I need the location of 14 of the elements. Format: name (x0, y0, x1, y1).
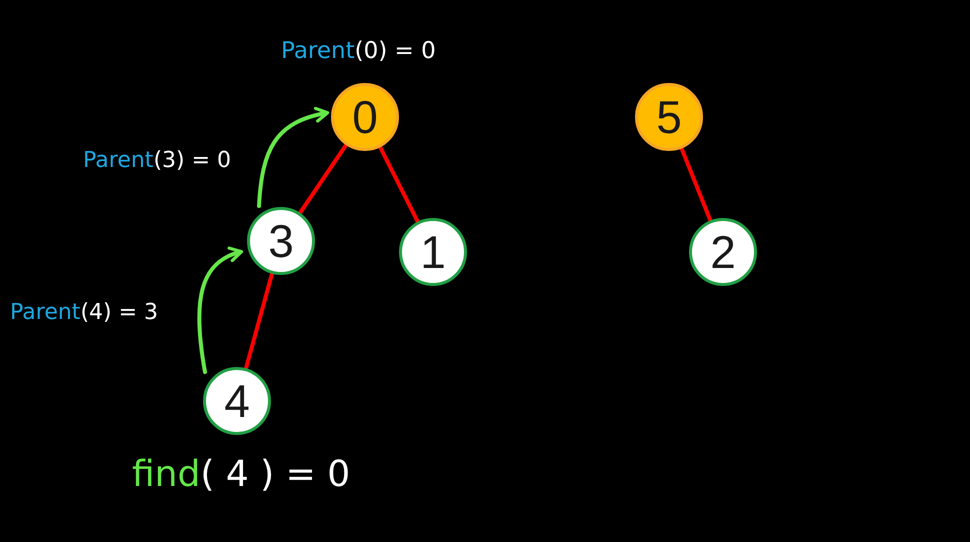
node-number: 1 (420, 229, 446, 275)
node-number: 2 (710, 229, 736, 275)
curved-arrow (257, 107, 330, 208)
node-number: 3 (268, 218, 294, 264)
node-number: 0 (352, 94, 378, 140)
curved-arrow (197, 247, 244, 374)
tree-edge (378, 145, 420, 224)
node-number: 4 (224, 378, 250, 424)
formula-text: find( 4 ) = 0 (132, 454, 350, 495)
node-number: 5 (656, 94, 682, 140)
edge-label: Parent(3) = 0 (83, 148, 232, 173)
edge-label: Parent(4) = 3 (10, 300, 158, 325)
tree-edge (298, 143, 348, 215)
node-caption: Parent(0) = 0 (281, 38, 436, 64)
